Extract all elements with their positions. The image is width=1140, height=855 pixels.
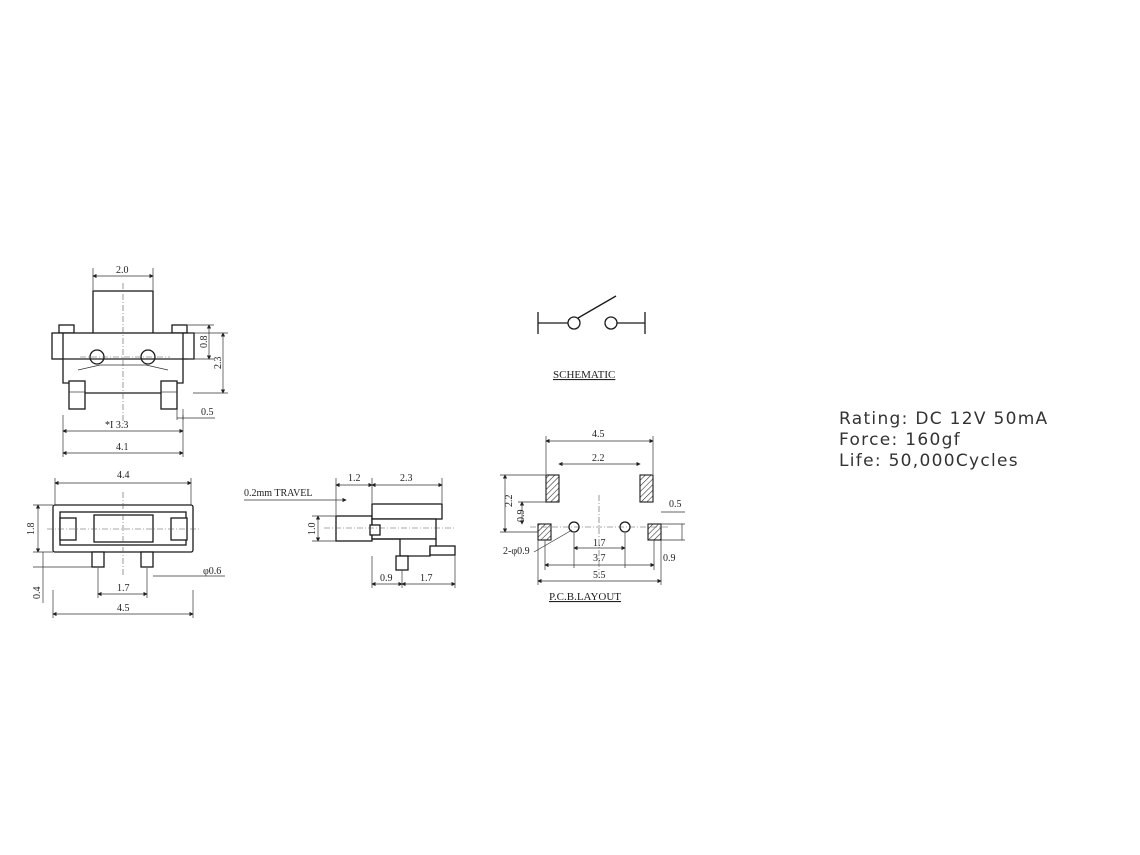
pcb-dim-0-9-left: 0.9 [516, 510, 527, 523]
dim-2-3: 2.3 [213, 357, 224, 370]
life-text: Life: 50,000Cycles [839, 451, 1019, 471]
dim-0-9: 0.9 [380, 573, 393, 584]
specifications: Rating: DC 12V 50mA Force: 160gf Life: 5… [839, 409, 1049, 472]
side-view: 0.2mm TRAVEL 1.2 2.3 1.0 0.9 1.7 [244, 473, 456, 588]
dim-2-3: 2.3 [400, 473, 413, 484]
pcb-dim-2-2-left: 2.2 [504, 495, 515, 508]
front-view: 2.0 0.8 2.3 0.5 *I 3.3 4.1 [51, 265, 228, 457]
rating-text: Rating: DC 12V 50mA [839, 409, 1049, 429]
pcb-pad [647, 523, 662, 541]
dim-2-0: 2.0 [116, 265, 129, 276]
pcb-pad [537, 523, 552, 541]
dim-0-4: 0.4 [32, 587, 43, 600]
pcb-dim-4-5: 4.5 [592, 429, 605, 440]
pcb-layout-title: P.C.B.LAYOUT [549, 591, 621, 603]
dim-1-0: 1.0 [307, 523, 318, 536]
pcb-dim-2-2-top: 2.2 [592, 453, 605, 464]
dim-0-5: 0.5 [201, 407, 214, 418]
pcb-dim-1-7: 1.7 [593, 538, 606, 549]
dim-phi-0-6: φ0.6 [203, 566, 221, 577]
dim-4-5: 4.5 [117, 603, 130, 614]
pcb-dim-0-9-right: 0.9 [663, 553, 676, 564]
pcb-dim-0-5: 0.5 [669, 499, 682, 510]
schematic-title: SCHEMATIC [553, 369, 615, 381]
dim-0-8: 0.8 [199, 336, 210, 349]
dim-1-2: 1.2 [348, 473, 361, 484]
dim-1-7: 1.7 [117, 583, 130, 594]
dim-1-7-side: 1.7 [420, 573, 433, 584]
pcb-pad [639, 474, 654, 503]
pcb-dim-5-5: 5.5 [593, 570, 606, 581]
dim-4-4: 4.4 [117, 470, 130, 481]
dim-4-1: 4.1 [116, 442, 129, 453]
bottom-view: 4.4 1.8 0.4 1.7 φ0.6 4.5 [26, 470, 225, 618]
pcb-layout: 4.5 2.2 2.2 0.9 0.5 0.9 2-φ0.9 1.7 3.7 [500, 429, 685, 603]
pcb-dim-3-7: 3.7 [593, 553, 606, 564]
force-text: Force: 160gf [839, 430, 961, 450]
travel-label: 0.2mm TRAVEL [244, 488, 313, 499]
pcb-pad [545, 474, 560, 503]
dim-1-8: 1.8 [26, 523, 37, 536]
dim-3-3: *I 3.3 [105, 420, 128, 431]
pcb-dim-holes: 2-φ0.9 [503, 546, 530, 557]
schematic: SCHEMATIC [537, 295, 646, 381]
